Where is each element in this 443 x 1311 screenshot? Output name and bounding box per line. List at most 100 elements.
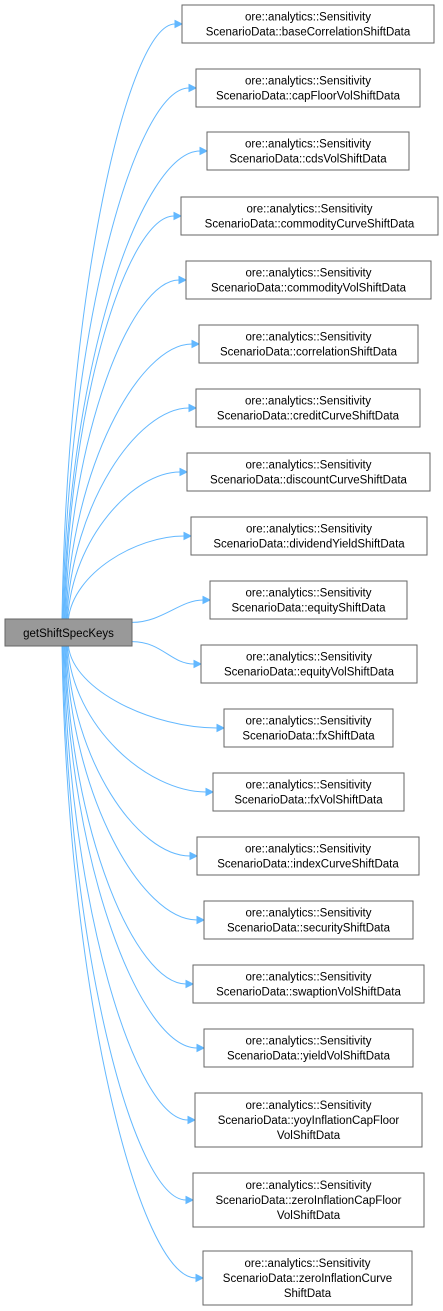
target-node-label: ore::analytics::Sensitivity (246, 1100, 372, 1112)
target-node[interactable]: ore::analytics::SensitivityScenarioData:… (209, 580, 408, 620)
target-node[interactable]: ore::analytics::SensitivityScenarioData:… (192, 1172, 425, 1228)
target-node-box[interactable] (203, 900, 414, 940)
call-edge (63, 215, 175, 620)
source-node-box[interactable] (4, 618, 133, 647)
target-node-label: ScenarioData::equityShiftData (231, 603, 386, 615)
target-node[interactable]: ore::analytics::SensitivityScenarioData:… (180, 196, 439, 236)
call-edge (63, 645, 189, 1121)
target-node[interactable]: ore::analytics::SensitivityScenarioData:… (195, 388, 421, 428)
target-node-label: ore::analytics::Sensitivity (247, 204, 373, 216)
target-node[interactable]: ore::analytics::SensitivityScenarioData:… (198, 324, 419, 364)
arrowhead (183, 531, 193, 541)
target-node-label: ore::analytics::Sensitivity (246, 1180, 372, 1192)
target-node-label: ScenarioData::fxVolShiftData (234, 795, 383, 807)
call-edge (62, 87, 190, 620)
target-node-box[interactable] (185, 260, 432, 300)
arrowhead (199, 146, 209, 156)
target-node-label: ore::analytics::Sensitivity (246, 332, 372, 344)
arrowhead (205, 787, 215, 797)
arrowhead (178, 275, 188, 285)
arrowhead (188, 403, 198, 413)
target-node-label: ScenarioData::indexCurveShiftData (217, 859, 399, 871)
target-node-label: VolShiftData (277, 1210, 341, 1222)
target-node-box[interactable] (198, 324, 419, 364)
target-node-label: ScenarioData::zeroInflationCapFloor (215, 1195, 401, 1207)
target-node-box[interactable] (212, 772, 405, 812)
target-node[interactable]: ore::analytics::SensitivityScenarioData:… (206, 131, 410, 171)
call-edge (64, 645, 187, 985)
target-node[interactable]: ore::analytics::SensitivityScenarioData:… (194, 1092, 423, 1148)
arrowhead (185, 979, 195, 989)
target-node[interactable]: ore::analytics::SensitivityScenarioData:… (196, 836, 420, 876)
target-node-box[interactable] (181, 4, 435, 44)
arrowhead (191, 339, 201, 349)
target-node-box[interactable] (195, 68, 421, 108)
target-node[interactable]: ore::analytics::SensitivityScenarioData:… (200, 644, 418, 684)
arrowhead (216, 723, 226, 733)
target-node-box[interactable] (186, 452, 431, 492)
target-node[interactable]: ore::analytics::SensitivityScenarioData:… (190, 516, 428, 556)
target-node-label: ore::analytics::Sensitivity (246, 780, 372, 792)
target-node-box[interactable] (196, 836, 420, 876)
target-node-box[interactable] (223, 708, 394, 748)
target-nodes: ore::analytics::SensitivityScenarioData:… (180, 4, 439, 1306)
target-node-box[interactable] (209, 580, 408, 620)
target-node[interactable]: ore::analytics::SensitivityScenarioData:… (185, 260, 432, 300)
target-node-label: ScenarioData::zeroInflationCurve (223, 1273, 392, 1285)
call-edge (67, 645, 207, 793)
target-node[interactable]: ore::analytics::SensitivityScenarioData:… (181, 4, 435, 44)
target-node[interactable]: ore::analytics::SensitivityScenarioData:… (202, 1250, 413, 1306)
arrowhead (173, 211, 183, 221)
target-node-label: ScenarioData::securityShiftData (227, 923, 391, 935)
call-edge (66, 645, 191, 857)
call-edge (67, 645, 218, 729)
target-node-box[interactable] (202, 1250, 413, 1306)
arrowhead (196, 915, 206, 925)
call-edge (67, 471, 181, 620)
target-node-label: ore::analytics::Sensitivity (245, 139, 371, 151)
arrowhead (195, 1273, 205, 1283)
target-node-label: ore::analytics::Sensitivity (246, 588, 372, 600)
target-node[interactable]: ore::analytics::SensitivityScenarioData:… (203, 900, 414, 940)
target-node-label: ore::analytics::Sensitivity (246, 524, 372, 536)
target-node-label: ore::analytics::Sensitivity (245, 396, 371, 408)
target-node-label: ScenarioData::baseCorrelationShiftData (206, 27, 411, 39)
target-node-label: ore::analytics::Sensitivity (246, 652, 372, 664)
target-node-label: ore::analytics::Sensitivity (245, 1258, 371, 1270)
source-node[interactable]: getShiftSpecKeys (4, 618, 133, 647)
target-node[interactable]: ore::analytics::SensitivityScenarioData:… (186, 452, 431, 492)
arrowhead (187, 1115, 197, 1125)
target-node-box[interactable] (180, 196, 439, 236)
target-node-box[interactable] (190, 516, 428, 556)
target-node[interactable]: ore::analytics::SensitivityScenarioData:… (212, 772, 405, 812)
target-node-label: ScenarioData::fxShiftData (242, 731, 375, 743)
arrowhead (196, 1043, 206, 1053)
target-node-label: VolShiftData (277, 1130, 341, 1142)
target-node-label: ShiftData (284, 1288, 332, 1300)
call-edge (66, 407, 190, 620)
target-node-box[interactable] (192, 1172, 425, 1228)
target-node[interactable]: ore::analytics::SensitivityScenarioData:… (195, 68, 421, 108)
target-node-label: ScenarioData::correlationShiftData (220, 347, 398, 359)
target-node-box[interactable] (200, 644, 418, 684)
edges (61, 19, 226, 1283)
target-node[interactable]: ore::analytics::SensitivityScenarioData:… (203, 1028, 414, 1068)
target-node-box[interactable] (206, 131, 410, 171)
arrowhead (193, 659, 203, 669)
arrowhead (174, 19, 184, 29)
target-node[interactable]: ore::analytics::SensitivityScenarioData:… (192, 964, 425, 1004)
target-node-label: ore::analytics::Sensitivity (246, 908, 372, 920)
target-node-label: ScenarioData::capFloorVolShiftData (216, 91, 401, 103)
target-node-label: ore::analytics::Sensitivity (245, 12, 371, 24)
target-node[interactable]: ore::analytics::SensitivityScenarioData:… (223, 708, 394, 748)
target-node-box[interactable] (203, 1028, 414, 1068)
call-edge (67, 535, 185, 620)
target-node-label: ScenarioData::yoyInflationCapFloor (218, 1115, 400, 1127)
target-node-label: ore::analytics::Sensitivity (246, 460, 372, 472)
target-node-box[interactable] (195, 388, 421, 428)
target-node-box[interactable] (194, 1092, 423, 1148)
call-edge (61, 645, 197, 1279)
target-node-box[interactable] (192, 964, 425, 1004)
target-node-label: ScenarioData::creditCurveShiftData (217, 411, 400, 423)
